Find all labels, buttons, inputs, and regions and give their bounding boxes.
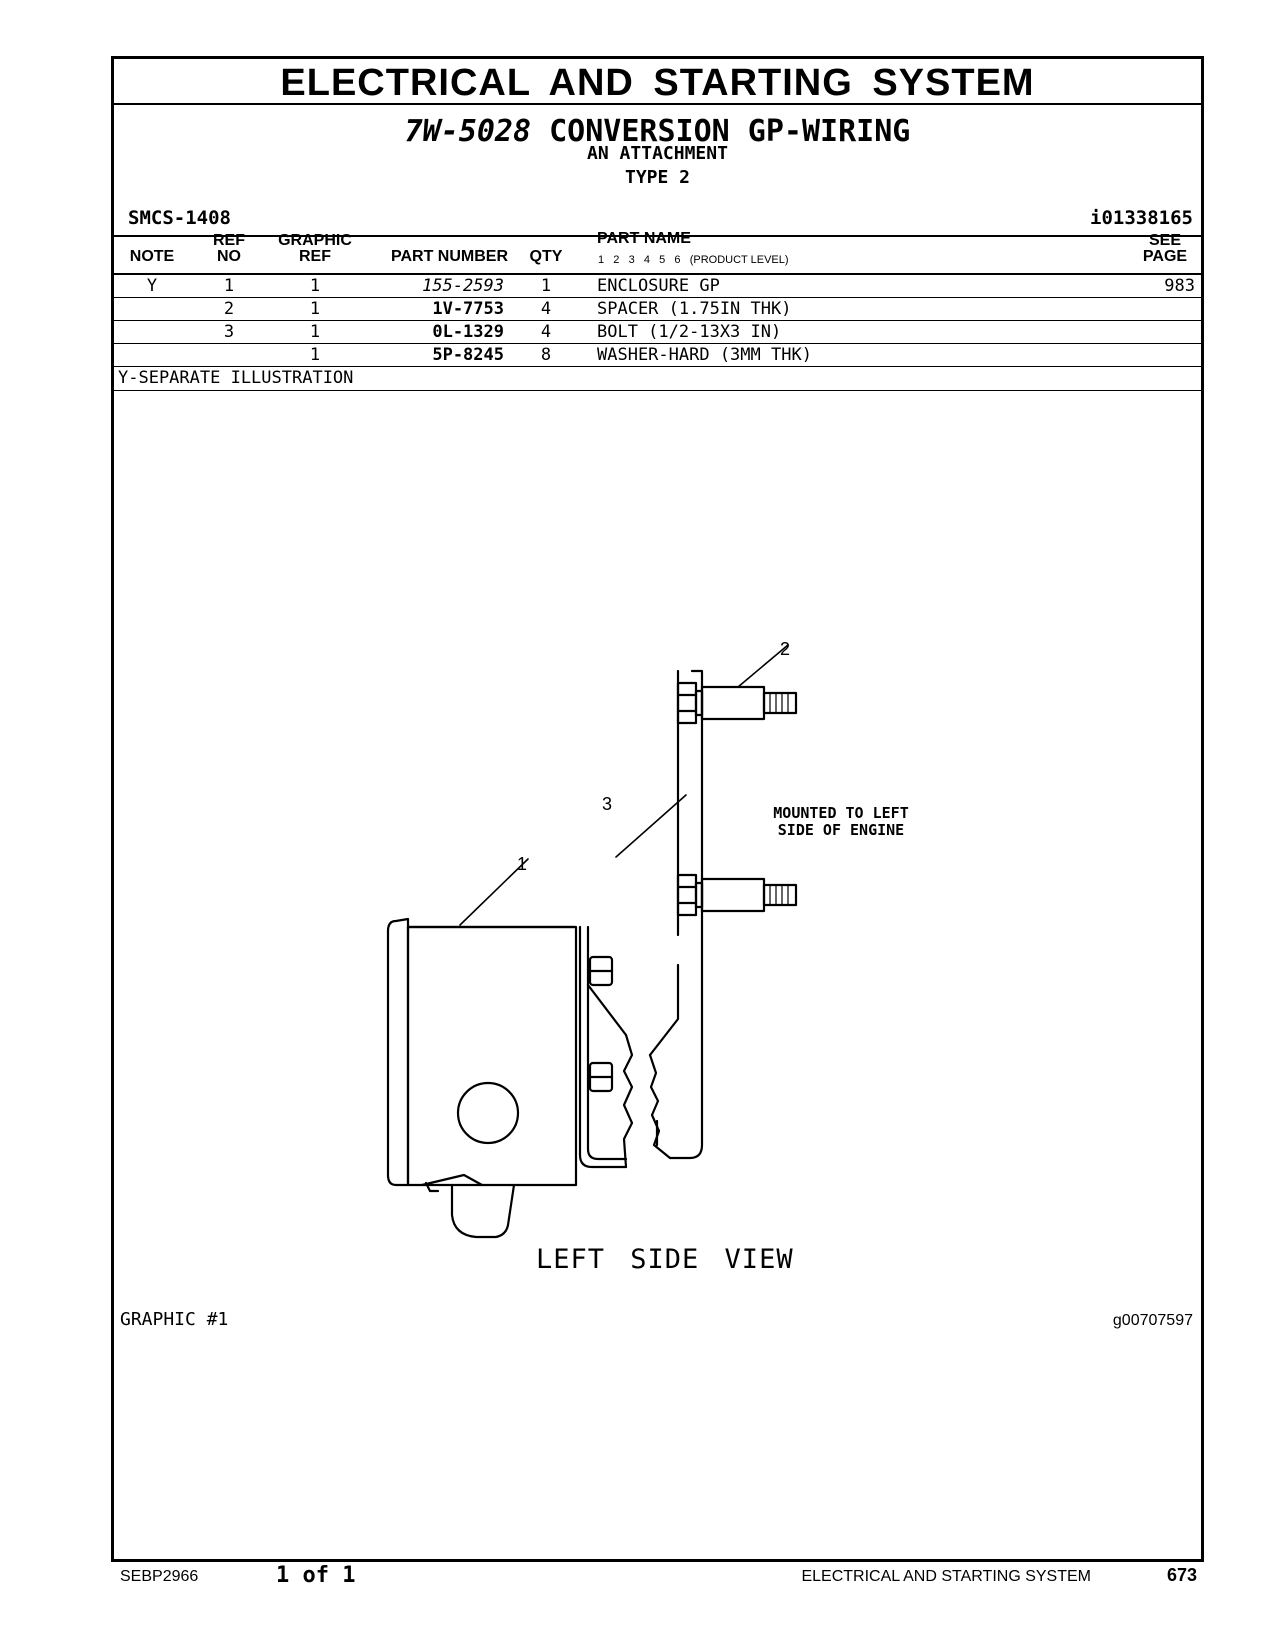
col-note: NOTE xyxy=(129,248,175,265)
row-note xyxy=(132,344,172,366)
row-see-page xyxy=(1135,344,1195,366)
graphic-id: g00707597 xyxy=(1112,1312,1193,1329)
row-note xyxy=(132,321,172,343)
table-top-rule xyxy=(114,235,1201,237)
col-part-name: PART NAME xyxy=(597,230,691,247)
row-see-page xyxy=(1135,298,1195,320)
smcs-code: SMCS-1408 xyxy=(128,207,231,229)
group-name: CONVERSION GP-WIRING xyxy=(549,114,911,149)
row-ref-no: 1 xyxy=(223,276,235,296)
row-see-page xyxy=(1135,321,1195,343)
table-row: 3 1 0L-1329 4 BOLT (1/2-13X3 IN) xyxy=(114,321,1201,344)
col-product-levels: 1 2 3 4 5 6 (PRODUCT LEVEL) xyxy=(598,254,789,266)
view-label: LEFT SIDE VIEW xyxy=(536,1244,794,1275)
row-graphic-ref: 1 xyxy=(309,345,321,365)
group-part-number: 7W-5028 xyxy=(404,114,532,149)
row-ref-no: 3 xyxy=(223,322,235,342)
parts-illustration xyxy=(386,644,798,1239)
col-ref-line2: NO xyxy=(217,248,241,265)
col-ref-line1: REF xyxy=(213,232,245,249)
row-part-number: 1V-7753 xyxy=(432,299,504,319)
mounting-note-line1: MOUNTED TO LEFT xyxy=(773,804,909,822)
graphic-label: GRAPHIC #1 xyxy=(120,1309,229,1330)
table-row: Y 1 1 155-2593 1 ENCLOSURE GP 983 xyxy=(114,275,1201,298)
row-ref-no: 2 xyxy=(223,299,235,319)
callout-1: 1 xyxy=(517,854,528,874)
row-qty: 1 xyxy=(540,276,552,296)
callout-2: 2 xyxy=(780,639,791,659)
footer-page-count: 1 of 1 xyxy=(276,1563,356,1588)
row-graphic-ref: 1 xyxy=(309,322,321,342)
row-part-name: WASHER-HARD (3MM THK) xyxy=(597,345,812,365)
row-part-name: ENCLOSURE GP xyxy=(597,276,720,296)
table-footnote: Y-SEPARATE ILLUSTRATION xyxy=(118,368,354,388)
section-title: ELECTRICAL AND STARTING SYSTEM xyxy=(280,62,1035,104)
page-frame: ELECTRICAL AND STARTING SYSTEM 7W-5028 C… xyxy=(111,56,1204,1562)
row-graphic-ref: 1 xyxy=(309,276,321,296)
title-divider xyxy=(114,103,1201,105)
row-qty: 4 xyxy=(540,322,552,342)
table-row: 1 5P-8245 8 WASHER-HARD (3MM THK) xyxy=(114,344,1201,367)
row-part-name: BOLT (1/2-13X3 IN) xyxy=(597,322,782,342)
callout-3: 3 xyxy=(602,794,613,814)
row-qty: 8 xyxy=(540,345,552,365)
row-part-name: SPACER (1.75IN THK) xyxy=(597,299,792,319)
mounting-note-line2: SIDE OF ENGINE xyxy=(777,821,905,839)
row-see-page: 983 xyxy=(1164,276,1195,296)
group-title: 7W-5028 CONVERSION GP-WIRING xyxy=(114,114,1201,150)
row-ref-no xyxy=(210,344,248,366)
col-part-number: PART NUMBER xyxy=(390,248,508,265)
row-qty: 4 xyxy=(540,299,552,319)
table-header-rule xyxy=(114,273,1201,275)
row-note xyxy=(132,298,172,320)
row-part-number: 5P-8245 xyxy=(432,345,504,365)
col-see-page-line1: SEE xyxy=(1148,232,1181,249)
subtitle-type: TYPE 2 xyxy=(624,167,691,188)
footnote-rule xyxy=(114,390,1201,391)
col-qty: QTY xyxy=(529,248,563,265)
footer-doc-number: SEBP2966 xyxy=(120,1568,199,1585)
row-part-number: 0L-1329 xyxy=(432,322,504,342)
row-graphic-ref: 1 xyxy=(309,299,321,319)
col-graphic-ref-line2: REF xyxy=(299,248,331,265)
footer-page-number: 673 xyxy=(1166,1565,1197,1585)
col-see-page-line2: PAGE xyxy=(1142,248,1188,265)
row-note: Y xyxy=(146,276,158,296)
col-graphic-ref-line1: GRAPHIC xyxy=(278,232,352,249)
mounting-note: MOUNTED TO LEFT SIDE OF ENGINE xyxy=(761,805,921,839)
row-part-number: 155-2593 xyxy=(422,276,504,296)
document-identifier: i01338165 xyxy=(1090,207,1193,229)
footer-section: ELECTRICAL AND STARTING SYSTEM xyxy=(801,1568,1091,1585)
subtitle-attachment: AN ATTACHMENT xyxy=(587,143,728,164)
table-row: 2 1 1V-7753 4 SPACER (1.75IN THK) xyxy=(114,298,1201,321)
